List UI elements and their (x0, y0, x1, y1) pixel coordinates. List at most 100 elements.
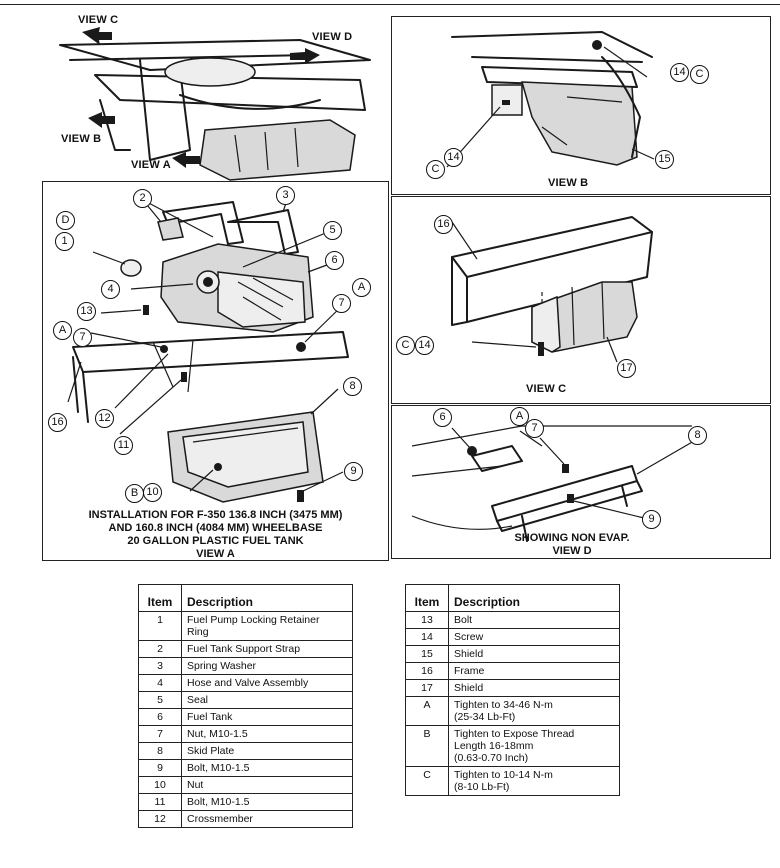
callout-14-top: 14 (670, 63, 689, 82)
view-c-panel: 16 C 14 17 VIEW C (391, 196, 771, 404)
callout-C-left: C (426, 160, 445, 179)
description-line: Tighten to 34-46 N-m (454, 699, 553, 711)
top-rule (0, 4, 780, 5)
description-line: Shield (454, 648, 484, 660)
callout-17: 17 (617, 359, 636, 378)
view-d-panel: 6 A 7 8 9 SHOWING NON EVAP. VIEW D (391, 405, 771, 559)
cell-description: Hose and Valve Assembly (181, 674, 353, 692)
callout-8: 8 (688, 426, 707, 445)
cell-item: 11 (138, 793, 182, 811)
table-row: 7 Nut, M10-1.5 (138, 725, 353, 743)
table-row: 3 Spring Washer (138, 657, 353, 675)
description-line: Bolt, M10-1.5 (187, 762, 250, 774)
cell-description: Seal (181, 691, 353, 709)
callout-9: 9 (642, 510, 661, 529)
cell-description: Bolt (448, 611, 620, 629)
table-header-row: Item Description (138, 584, 353, 612)
table-row: 11 Bolt, M10-1.5 (138, 793, 353, 811)
callout-6: 6 (325, 251, 344, 270)
callout-C-top: C (690, 65, 709, 84)
caption-line: VIEW A (196, 548, 235, 560)
cell-description: Nut (181, 776, 353, 794)
cell-item: 4 (138, 674, 182, 692)
table-row: 9 Bolt, M10-1.5 (138, 759, 353, 777)
description-line: Skid Plate (187, 745, 235, 757)
description-line: Spring Washer (187, 660, 257, 672)
cell-item: 16 (405, 662, 449, 680)
callout-A: A (510, 407, 529, 426)
cell-description: Frame (448, 662, 620, 680)
callout-A-right: A (352, 278, 371, 297)
description-line: Fuel Pump Locking Retainer (187, 614, 320, 626)
cell-item: A (405, 696, 449, 726)
description-line: (8-10 Lb-Ft) (454, 781, 510, 793)
table-row: 12 Crossmember (138, 810, 353, 828)
callout-A-left: A (53, 321, 72, 340)
cell-description: Fuel Tank (181, 708, 353, 726)
callout-16: 16 (434, 215, 453, 234)
callout-3: 3 (276, 186, 295, 205)
callout-15: 15 (655, 150, 674, 169)
description-line: Nut (187, 779, 204, 791)
description-line: Nut, M10-1.5 (187, 728, 248, 740)
cell-description: Spring Washer (181, 657, 353, 675)
cell-item: 5 (138, 691, 182, 709)
view-a-label: VIEW A (131, 159, 171, 171)
callout-C: C (396, 336, 415, 355)
cell-item: 2 (138, 640, 182, 658)
column-header-description: Description (181, 584, 353, 612)
callout-14-left: 14 (444, 148, 463, 167)
description-line: Screw (454, 631, 484, 643)
view-d-caption: SHOWING NON EVAP. VIEW D (502, 532, 642, 558)
callout-7-left: 7 (73, 328, 92, 347)
table-header-row: Item Description (405, 584, 620, 612)
description-line: (0.63-0.70 Inch) (454, 752, 529, 764)
callout-14: 14 (415, 336, 434, 355)
cell-item: 1 (138, 611, 182, 641)
cell-item: 3 (138, 657, 182, 675)
callout-6: 6 (433, 408, 452, 427)
cell-item: 9 (138, 759, 182, 777)
description-line: Shield (454, 682, 484, 694)
table-row: 17 Shield (405, 679, 620, 697)
cell-description: Fuel Tank Support Strap (181, 640, 353, 658)
description-line: Bolt (454, 614, 473, 626)
cell-item: 13 (405, 611, 449, 629)
callout-1: 1 (55, 232, 74, 251)
description-line: Tighten to 10-14 N-m (454, 769, 553, 781)
cell-item: 12 (138, 810, 182, 828)
description-line: Length 16-18mm (454, 740, 534, 752)
callout-4: 4 (101, 280, 120, 299)
callout-D: D (56, 211, 75, 230)
cell-item: 8 (138, 742, 182, 760)
callout-13: 13 (77, 302, 96, 321)
caption-line: INSTALLATION FOR F-350 136.8 INCH (3475 … (88, 509, 343, 521)
description-line: (25-34 Lb-Ft) (454, 711, 516, 723)
column-header-description: Description (448, 584, 620, 612)
callout-2: 2 (133, 189, 152, 208)
view-c-label: VIEW C (78, 14, 119, 26)
cell-item: 17 (405, 679, 449, 697)
description-line: Crossmember (187, 813, 253, 825)
description-line: Fuel Tank (187, 711, 233, 723)
cell-item: 7 (138, 725, 182, 743)
view-c-panel-label: VIEW C (526, 383, 567, 395)
cell-description: Shield (448, 645, 620, 663)
column-header-item: Item (405, 584, 449, 612)
cell-description: Nut, M10-1.5 (181, 725, 353, 743)
callout-5: 5 (323, 221, 342, 240)
cell-item: C (405, 766, 449, 796)
callout-8: 8 (343, 377, 362, 396)
description-line: Bolt, M10-1.5 (187, 796, 250, 808)
